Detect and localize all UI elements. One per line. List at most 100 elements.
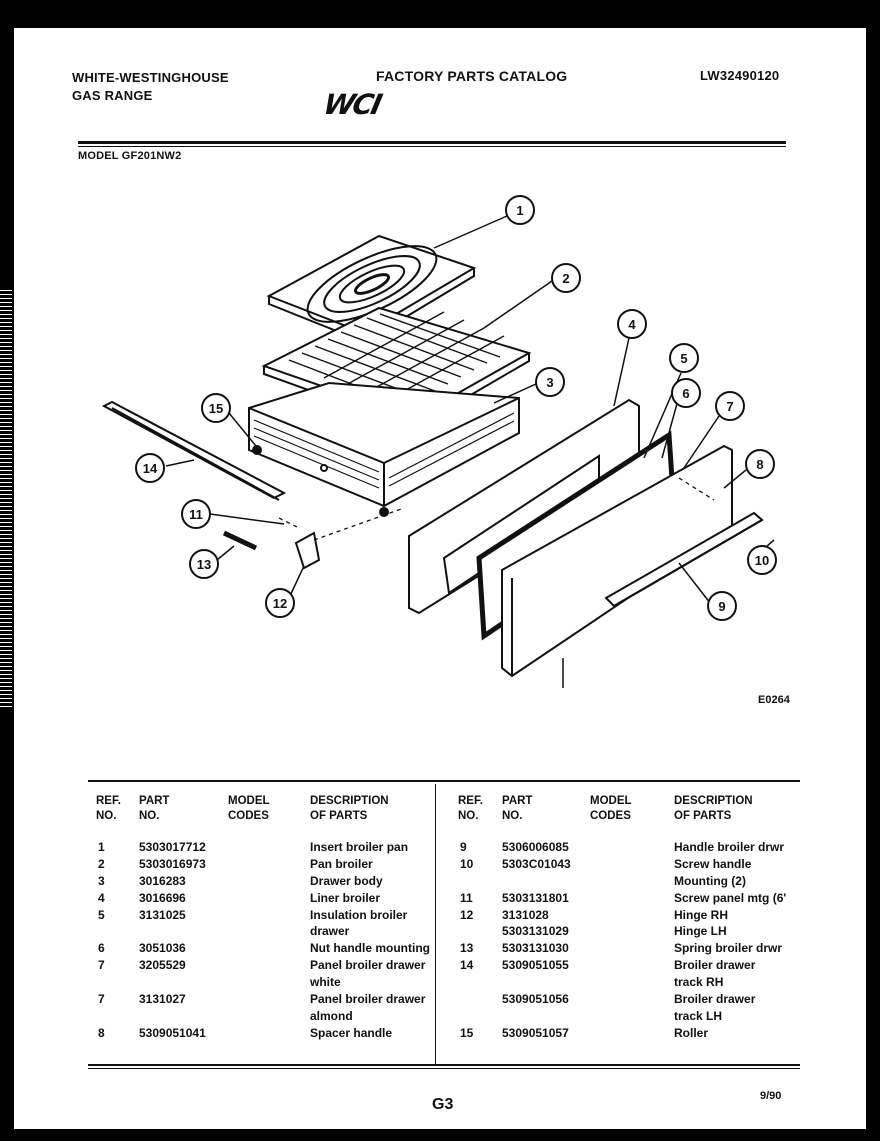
- parts-row: drawer: [98, 924, 450, 941]
- cell-part: 5309051056: [502, 992, 569, 1007]
- callout-label: 10: [755, 553, 769, 568]
- callout-label: 9: [718, 599, 725, 614]
- cell-desc: Insulation broiler: [310, 907, 408, 922]
- cell-model: [590, 924, 674, 941]
- cell-desc: Hinge RH: [674, 907, 728, 922]
- cell-model: [590, 840, 674, 857]
- cell-model: [228, 840, 310, 857]
- callout-circle: [505, 195, 535, 225]
- cell-model: [228, 857, 310, 874]
- revision-date: 9/90: [760, 1090, 782, 1102]
- cell-part: 5303016973: [139, 856, 206, 871]
- callout-circle: [669, 343, 699, 373]
- cell-desc: drawer: [310, 924, 350, 939]
- cell-model: [590, 1009, 674, 1026]
- callout-label: 7: [726, 399, 733, 414]
- cell-part: [502, 975, 590, 992]
- callout-circle: [671, 378, 701, 408]
- cell-ref: 12: [460, 907, 474, 922]
- cell-part: [139, 924, 228, 941]
- header-rule-top: [78, 141, 786, 144]
- table-bottom-rule: [88, 1064, 800, 1066]
- parts-row: almond: [98, 1009, 450, 1026]
- page-number: G3: [432, 1096, 454, 1113]
- cell-model: [590, 975, 674, 992]
- cell-ref: 7: [98, 958, 105, 973]
- cell-part: 5309051057: [502, 1025, 569, 1040]
- cell-desc: track LH: [674, 1008, 723, 1023]
- cell-desc: Drawer body: [310, 873, 383, 888]
- drawer-track-drawing: [101, 400, 287, 501]
- callout-circle: [181, 499, 211, 529]
- callout-circle: [715, 391, 745, 421]
- catalog-title: FACTORY PARTS CATALOG: [376, 68, 568, 84]
- cell-desc: Pan broiler: [310, 856, 373, 871]
- callout-circle: [265, 588, 295, 618]
- cell-desc: Screw panel mtg (6': [674, 890, 787, 905]
- callout-circle: [617, 309, 647, 339]
- cell-desc: Screw handle: [674, 856, 752, 871]
- callout-circle: [707, 591, 737, 621]
- col-head-model-right: MODEL CODES: [590, 795, 632, 822]
- cell-model: [228, 874, 310, 891]
- cell-model: [228, 958, 310, 975]
- cell-part: 3205529: [139, 958, 186, 973]
- cell-model: [228, 891, 310, 908]
- cell-desc: Handle broiler drwr: [674, 840, 785, 854]
- callout-label: 13: [197, 557, 211, 572]
- cell-part: 3131028: [502, 907, 549, 922]
- callout-circle: [551, 263, 581, 293]
- col-head-desc: DESCRIPTION OF PARTS: [310, 795, 389, 822]
- parts-row: 15 5309051057 Roller: [460, 1026, 804, 1043]
- cell-model: [590, 874, 674, 891]
- figure-code: E0264: [758, 694, 790, 706]
- cell-desc: almond: [310, 1008, 353, 1023]
- cell-ref: [460, 975, 502, 992]
- col-head-part-right: PART NO.: [502, 795, 533, 822]
- callout-label: 1: [516, 203, 523, 218]
- callout-label: 6: [682, 386, 689, 401]
- cell-desc: track RH: [674, 975, 724, 990]
- cell-desc: white: [310, 975, 341, 990]
- cell-ref: 6: [98, 941, 105, 956]
- cell-model: [228, 908, 310, 925]
- catalog-page: WHITE-WESTINGHOUSE GAS RANGE WCI FACTORY…: [14, 28, 866, 1129]
- cell-desc: Broiler drawer: [674, 958, 756, 973]
- spring-drawing: [222, 530, 258, 551]
- cell-desc: Spring broiler drwr: [674, 941, 783, 956]
- callout-circle: [747, 545, 777, 575]
- callout-label: 12: [273, 596, 287, 611]
- cell-part: 5309051055: [502, 958, 569, 973]
- callout-label: 5: [680, 351, 687, 366]
- cell-ref: [460, 1009, 502, 1026]
- cell-part: 5303017712: [139, 840, 206, 854]
- cell-part: 3131025: [139, 907, 186, 922]
- catalog-number: LW32490120: [700, 68, 780, 83]
- cell-desc: Nut handle mounting: [310, 941, 430, 956]
- cell-part: 3131027: [139, 992, 186, 1007]
- cell-desc: Roller: [674, 1025, 709, 1040]
- cell-desc: Spacer handle: [310, 1025, 393, 1040]
- cell-desc: Liner broiler: [310, 890, 381, 905]
- cell-part: [139, 975, 228, 992]
- cell-part: [502, 1009, 590, 1026]
- callout-circle: [189, 549, 219, 579]
- cell-ref: 15: [460, 1025, 474, 1040]
- callout-label: 14: [143, 461, 158, 476]
- hinge-drawing: [294, 531, 321, 570]
- header-rule-bottom: [78, 146, 786, 147]
- cell-model: [590, 891, 674, 908]
- callout-label: 11: [189, 507, 203, 522]
- parts-row: white: [98, 975, 450, 992]
- parts-row: track RH: [460, 975, 804, 992]
- cell-ref: 10: [460, 856, 474, 871]
- cell-ref: 11: [460, 890, 473, 905]
